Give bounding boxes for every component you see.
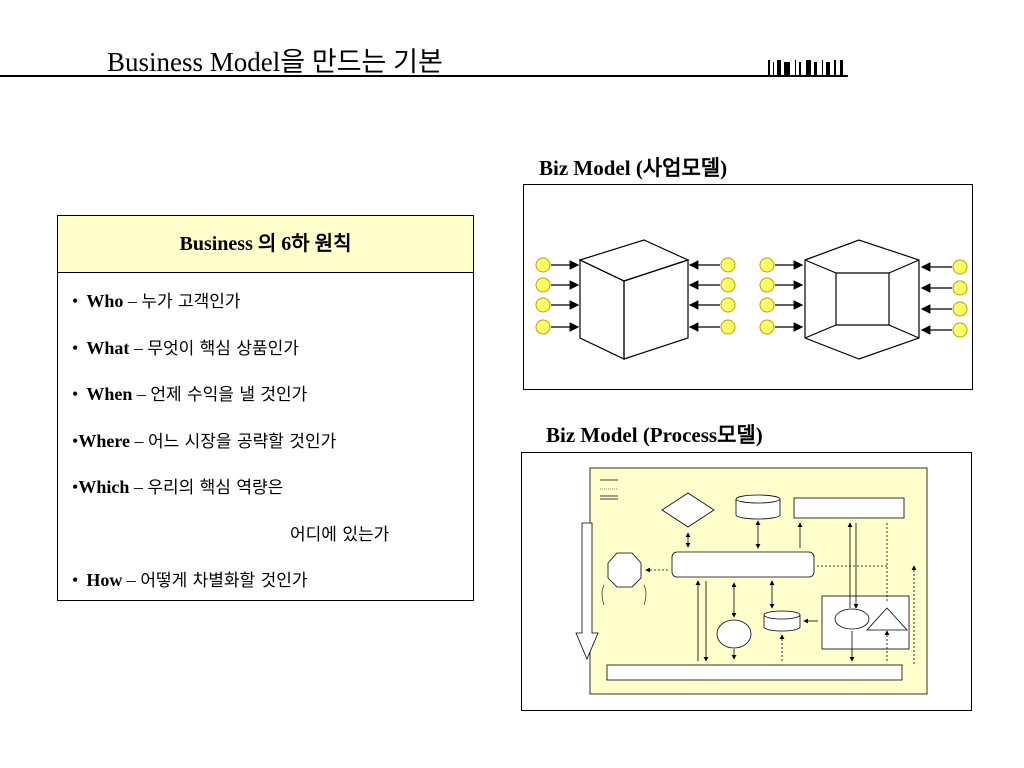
process-model-figure [575, 467, 928, 695]
input-node [952, 259, 968, 275]
input-node [759, 297, 775, 313]
principle-item: •Where – 어느 시장을 공략할 것인가 [58, 423, 473, 470]
principle-dash: – [122, 570, 141, 590]
right-cube [804, 239, 920, 360]
page-title: Business Model을 만드는 기본 [107, 47, 443, 77]
flow-down-arrow [575, 522, 599, 661]
business-model-figure [535, 239, 968, 360]
principle-bullet: • [72, 337, 79, 358]
six-principles-list: • Who – 누가 고객인가 • What – 무엇이 핵심 상품인가 • When –… [58, 273, 473, 609]
business-model-caption: Biz Model (사업모델) [539, 156, 728, 180]
input-node [720, 277, 736, 293]
principle-bullet: • [72, 384, 79, 404]
principle-bullet: • [72, 291, 79, 311]
principle-text: 언제 수익을 낼 것인가 [150, 385, 308, 405]
input-node [759, 319, 775, 335]
input-node [535, 319, 551, 335]
input-node [720, 319, 736, 335]
database-cylinder-top [735, 494, 781, 520]
principle-item: • When – 언제 수익을 낼 것인가 [58, 376, 473, 423]
left-cube [578, 239, 690, 360]
bottom-process-bar [606, 664, 903, 681]
principle-item: 어디에 있는가 [58, 516, 473, 563]
principle-keyword: How [86, 570, 123, 590]
process-model-caption: Biz Model (Process모델) [546, 423, 763, 447]
central-process-bar [671, 551, 815, 578]
input-node [759, 277, 775, 293]
octagon-node [607, 552, 642, 588]
input-node [535, 257, 551, 273]
process-model-diagram [521, 452, 972, 711]
principle-text: 무엇이 핵심 상품인가 [147, 338, 299, 359]
business-model-nodes [535, 257, 968, 338]
principle-text: 우리의 핵심 역량은 [147, 478, 284, 498]
principle-dash: – [129, 477, 148, 497]
top-process-box [793, 497, 905, 519]
business-model-diagram [523, 184, 973, 390]
principle-text: 어느 시장을 공략할 것인가 [147, 431, 337, 452]
barcode-decoration [768, 60, 846, 76]
input-node [720, 257, 736, 273]
principle-bullet: • [72, 430, 79, 451]
six-principles-box: Business 의 6하 원칙 • Who – 누가 고객인가 • What – 무… [57, 215, 474, 601]
principle-item: • What – 무엇이 핵심 상품인가 [58, 330, 473, 377]
database-cylinder-middle [763, 610, 801, 632]
principle-text: 어디에 있는가 [290, 524, 390, 545]
title-rule [0, 75, 848, 77]
input-node [952, 301, 968, 317]
decision-diamond [661, 492, 715, 528]
input-node [720, 297, 736, 313]
principle-text: 어떻게 차별화할 것인가 [140, 571, 308, 591]
principle-keyword: Who [86, 291, 124, 311]
principle-dash: – [123, 291, 142, 311]
principle-dash: – [129, 337, 148, 358]
principle-bullet: • [72, 477, 79, 497]
principle-item: • How – 어떻게 차별화할 것인가 [58, 562, 473, 609]
principle-keyword: When [86, 384, 133, 404]
ellipse-node [716, 619, 752, 649]
input-node [952, 322, 968, 338]
six-principles-heading: Business 의 6하 원칙 [58, 216, 473, 273]
principle-keyword: What [86, 337, 130, 358]
input-node [535, 277, 551, 293]
principle-text: 누가 고객인가 [141, 292, 241, 312]
principle-item: •Which – 우리의 핵심 역량은 [58, 469, 473, 516]
principle-keyword: Which [78, 477, 130, 497]
input-node [535, 297, 551, 313]
principle-dash: – [129, 430, 148, 451]
principle-keyword: Where [78, 430, 130, 451]
principle-bullet: • [72, 570, 79, 590]
principle-dash: – [132, 384, 151, 404]
input-node [759, 257, 775, 273]
input-node [952, 280, 968, 296]
principle-item: • Who – 누가 고객인가 [58, 283, 473, 330]
